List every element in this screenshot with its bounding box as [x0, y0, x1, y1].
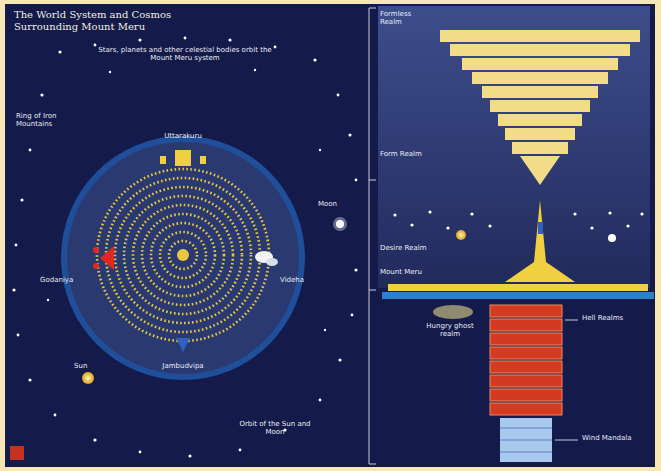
region-label: Hell Realms: [582, 314, 642, 322]
region-label: Hungry ghost realm: [420, 322, 480, 339]
region-label: Orbit of the Sun and Moon: [230, 420, 320, 437]
region-label: Uttarakuru: [150, 132, 216, 140]
region-label: Jambudvipa: [150, 362, 216, 370]
region-label: Mount Meru: [380, 268, 435, 276]
region-label: Stars, planets and other celestial bodie…: [95, 46, 275, 63]
region-label: Wind Mandala: [582, 434, 642, 442]
region-label: Form Realm: [380, 150, 435, 158]
region-label: Godaniya: [40, 276, 100, 284]
region-label: Formless Realm: [380, 10, 435, 27]
region-label: Videha: [280, 276, 340, 284]
region-label: Ring of Iron Mountains: [16, 112, 86, 129]
region-label: Sun: [74, 362, 114, 370]
region-label: Moon: [318, 200, 358, 208]
region-label: Desire Realm: [380, 244, 435, 252]
diagram-title: The World System and Cosmos Surrounding …: [14, 9, 224, 33]
